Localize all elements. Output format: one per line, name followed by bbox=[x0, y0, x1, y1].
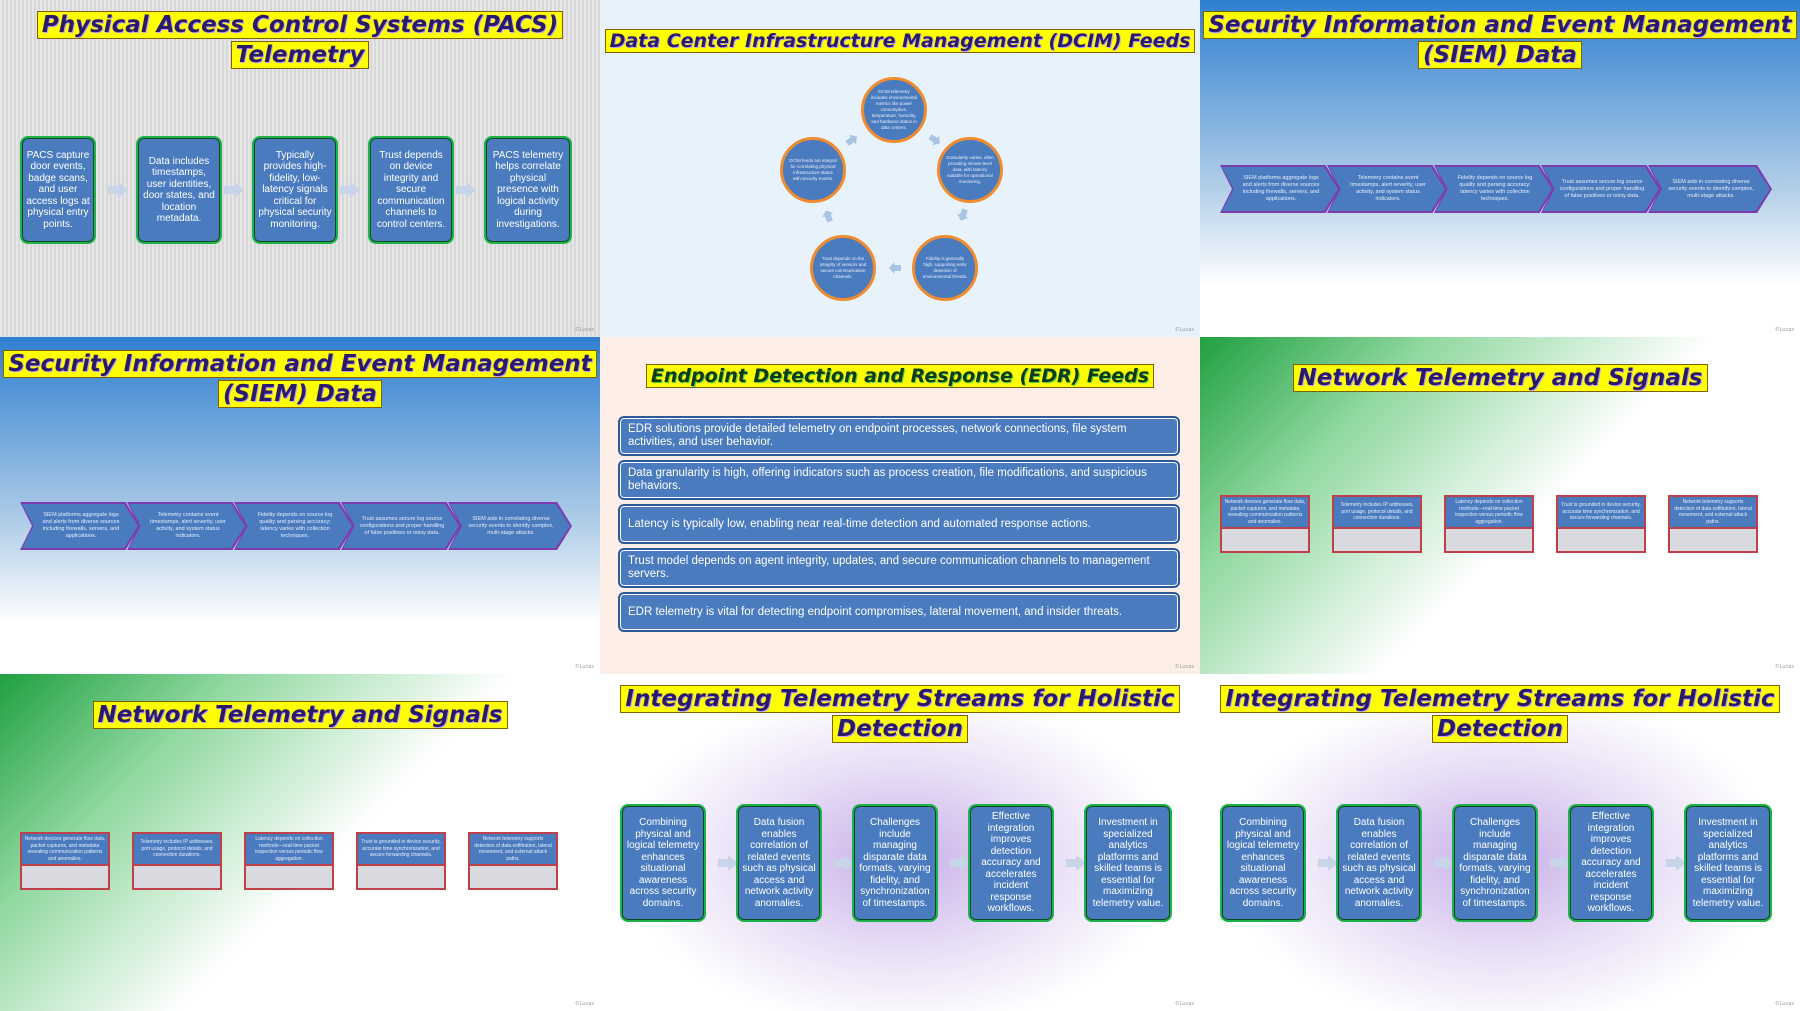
arrow-right-icon bbox=[1318, 855, 1338, 871]
watermark: ©Lucas bbox=[574, 664, 594, 670]
slide-title: Endpoint Detection and Response (EDR) Fe… bbox=[600, 363, 1200, 389]
slide-title: Integrating Telemetry Streams for Holist… bbox=[600, 684, 1200, 744]
info-card: Network telemetry supports detection of … bbox=[1668, 495, 1758, 553]
list-item: Latency is typically low, enabling near … bbox=[618, 504, 1180, 544]
chevron-step: Fidelity depends on source log quality a… bbox=[1434, 165, 1554, 213]
cycle-circle: Trust depends on the integrity of sensor… bbox=[810, 235, 876, 301]
flow-box: Combining physical and logical telemetry… bbox=[1220, 804, 1306, 922]
arrow-icon bbox=[889, 262, 901, 274]
arrow-right-icon bbox=[456, 182, 476, 198]
flow-box: Trust depends on device integrity and se… bbox=[368, 136, 454, 244]
info-card: Trust is grounded in device security, ac… bbox=[1556, 495, 1646, 553]
flow-box: Effective integration improves detection… bbox=[968, 804, 1054, 922]
arrow-right-icon bbox=[108, 182, 128, 198]
arrow-icon bbox=[844, 132, 861, 149]
slide-integrating-1[interactable]: Integrating Telemetry Streams for Holist… bbox=[600, 674, 1200, 1011]
list-item: Trust model depends on agent integrity, … bbox=[618, 548, 1180, 588]
flow-box: Investment in specialized analytics plat… bbox=[1684, 804, 1772, 922]
chevron-step: SIEM aids in correlating diverse securit… bbox=[1648, 165, 1772, 213]
chevron-step: SIEM platforms aggregate logs and alerts… bbox=[20, 502, 140, 550]
list-item: Data granularity is high, offering indic… bbox=[618, 460, 1180, 500]
cycle-circle: Fidelity is generally high, supporting e… bbox=[912, 235, 978, 301]
cycle-circle: Granularity varies, often providing minu… bbox=[937, 137, 1003, 203]
watermark: ©Lucas bbox=[574, 327, 594, 333]
flow-box: Effective integration improves detection… bbox=[1568, 804, 1654, 922]
info-card: Trust is grounded in device security, ac… bbox=[356, 832, 446, 890]
info-card: Network telemetry supports detection of … bbox=[468, 832, 558, 890]
chevron-step: Fidelity depends on source log quality a… bbox=[234, 502, 354, 550]
watermark: ©Lucas bbox=[1174, 664, 1194, 670]
slide-title: Physical Access Control Systems (PACS) T… bbox=[0, 10, 600, 70]
slide-title: Network Telemetry and Signals bbox=[0, 700, 600, 730]
info-card: Network devices generate flow data, pack… bbox=[20, 832, 110, 890]
arrow-right-icon bbox=[1666, 855, 1686, 871]
flow-box: Challenges include managing disparate da… bbox=[852, 804, 938, 922]
watermark: ©Lucas bbox=[1174, 1001, 1194, 1007]
chevron-step: Telemetry contains event timestamps, ale… bbox=[1327, 165, 1447, 213]
chevron-step: SIEM platforms aggregate logs and alerts… bbox=[1220, 165, 1340, 213]
slide-title: Network Telemetry and Signals bbox=[1200, 363, 1800, 393]
chevron-step: Trust assumes secure log source configur… bbox=[341, 502, 461, 550]
info-card: Latency depends on collection methods—re… bbox=[1444, 495, 1534, 553]
arrow-right-icon bbox=[1066, 855, 1086, 871]
chevron-step: Trust assumes secure log source configur… bbox=[1541, 165, 1661, 213]
arrow-icon bbox=[927, 132, 944, 149]
info-card: Latency depends on collection methods—re… bbox=[244, 832, 334, 890]
slide-pacs[interactable]: Physical Access Control Systems (PACS) T… bbox=[0, 0, 600, 337]
slide-title: Security Information and Event Managemen… bbox=[1200, 10, 1800, 70]
slide-dcim[interactable]: Data Center Infrastructure Management (D… bbox=[600, 0, 1200, 337]
list-item: EDR telemetry is vital for detecting end… bbox=[618, 592, 1180, 632]
flow-box: Data fusion enables correlation of relat… bbox=[736, 804, 822, 922]
arrow-right-icon bbox=[1550, 855, 1570, 871]
cycle-circle: DCIM telemetry includes environmental me… bbox=[861, 77, 927, 143]
slide-network-2[interactable]: Network Telemetry and Signals Network de… bbox=[0, 674, 600, 1011]
slide-integrating-2[interactable]: Integrating Telemetry Streams for Holist… bbox=[1200, 674, 1800, 1011]
list-item: EDR solutions provide detailed telemetry… bbox=[618, 416, 1180, 456]
info-card: Telemetry includes IP addresses, port us… bbox=[1332, 495, 1422, 553]
slide-siem-2[interactable]: Security Information and Event Managemen… bbox=[0, 337, 600, 674]
slide-title: Security Information and Event Managemen… bbox=[0, 349, 600, 409]
cycle-circle: DCIM feeds are integral for correlating … bbox=[780, 137, 846, 203]
info-card: Network devices generate flow data, pack… bbox=[1220, 495, 1310, 553]
slide-title: Integrating Telemetry Streams for Holist… bbox=[1200, 684, 1800, 744]
flow-box: PACS capture door events, badge scans, a… bbox=[20, 136, 96, 244]
slide-network-1[interactable]: Network Telemetry and Signals Network de… bbox=[1200, 337, 1800, 674]
arrow-right-icon bbox=[950, 855, 970, 871]
watermark: ©Lucas bbox=[1774, 327, 1794, 333]
flow-box: Challenges include managing disparate da… bbox=[1452, 804, 1538, 922]
flow-box: Investment in specialized analytics plat… bbox=[1084, 804, 1172, 922]
info-card: Telemetry includes IP addresses, port us… bbox=[132, 832, 222, 890]
arrow-right-icon bbox=[224, 182, 244, 198]
chevron-step: Telemetry contains event timestamps, ale… bbox=[127, 502, 247, 550]
arrow-icon bbox=[955, 207, 970, 222]
slide-edr[interactable]: Endpoint Detection and Response (EDR) Fe… bbox=[600, 337, 1200, 674]
slide-siem-1[interactable]: Security Information and Event Managemen… bbox=[1200, 0, 1800, 337]
arrow-right-icon bbox=[834, 855, 854, 871]
watermark: ©Lucas bbox=[1774, 664, 1794, 670]
chevron-step: SIEM aids in correlating diverse securit… bbox=[448, 502, 572, 550]
watermark: ©Lucas bbox=[574, 1001, 594, 1007]
arrow-right-icon bbox=[718, 855, 738, 871]
watermark: ©Lucas bbox=[1174, 327, 1194, 333]
flow-box: Data fusion enables correlation of relat… bbox=[1336, 804, 1422, 922]
flow-box: Typically provides high-fidelity, low-la… bbox=[252, 136, 338, 244]
flow-box: PACS telemetry helps correlate physical … bbox=[484, 136, 572, 244]
slide-title: Data Center Infrastructure Management (D… bbox=[600, 28, 1200, 54]
arrow-right-icon bbox=[1434, 855, 1454, 871]
arrow-icon bbox=[820, 208, 835, 223]
watermark: ©Lucas bbox=[1774, 1001, 1794, 1007]
flow-box: Data includes timestamps, user identitie… bbox=[136, 136, 222, 244]
flow-box: Combining physical and logical telemetry… bbox=[620, 804, 706, 922]
arrow-right-icon bbox=[340, 182, 360, 198]
